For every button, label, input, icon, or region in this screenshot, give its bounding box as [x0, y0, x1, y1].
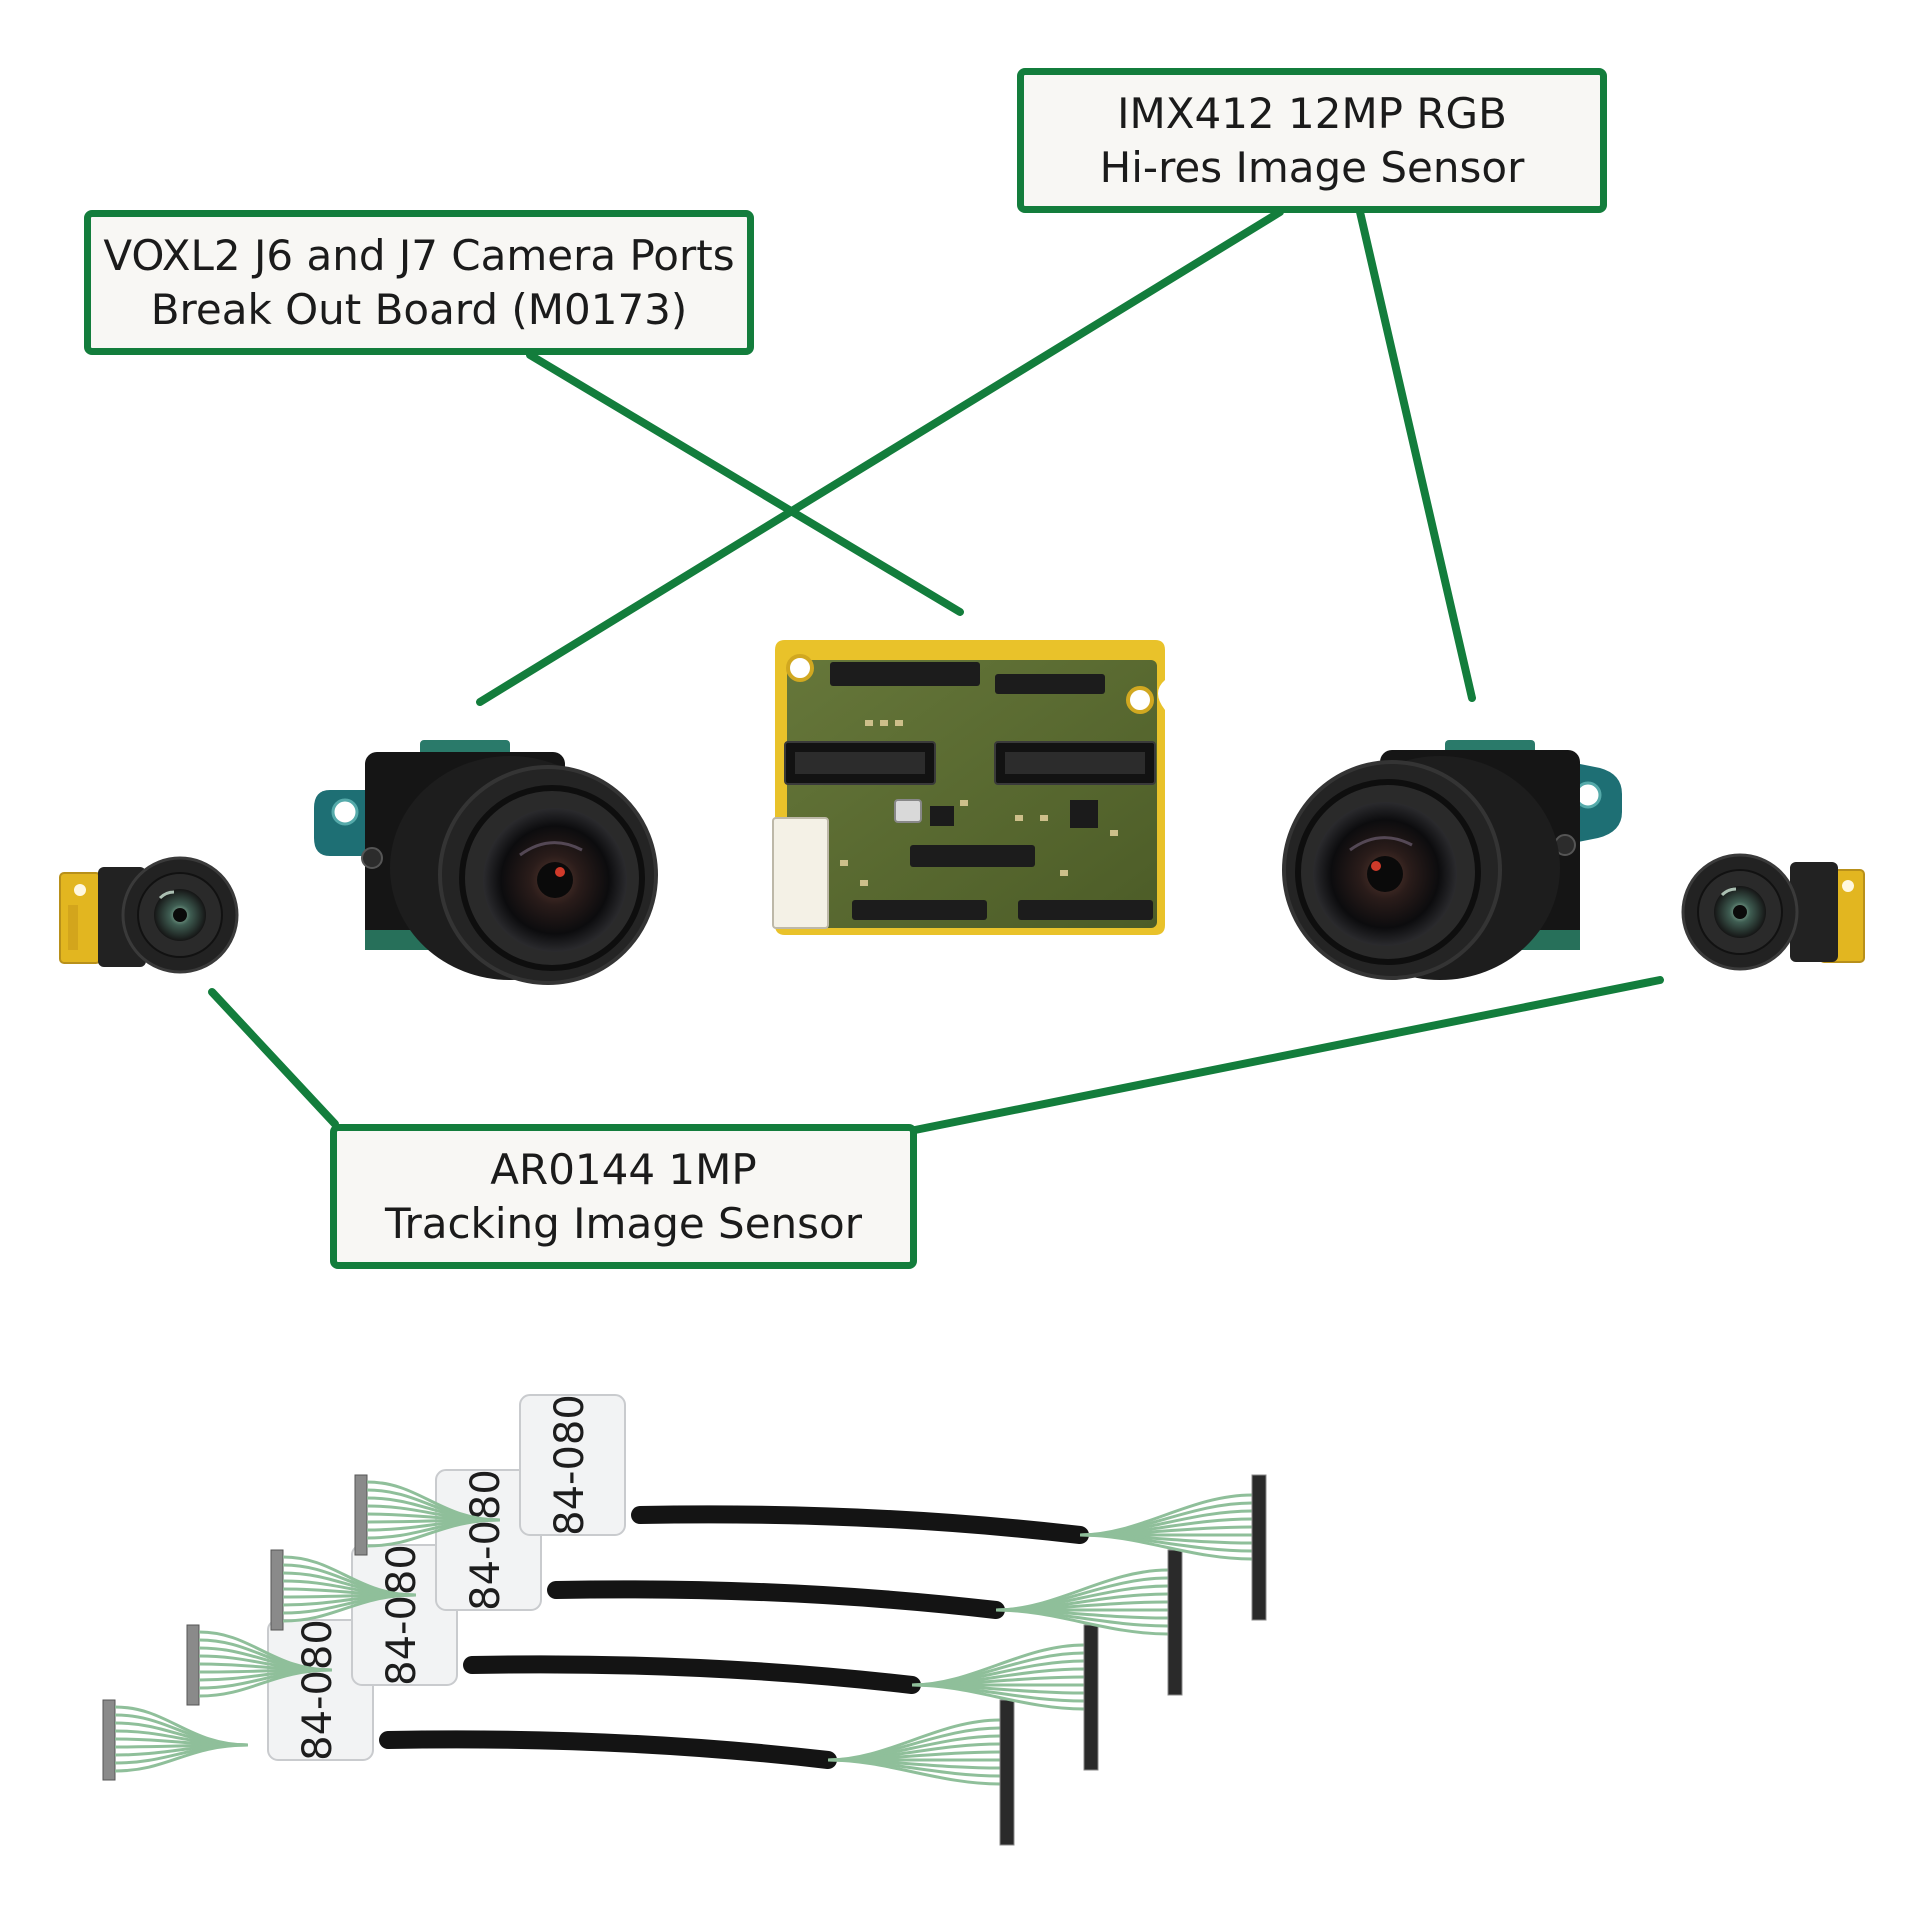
cable-label-text: 84-080: [379, 1544, 425, 1686]
callout-breakout-board-line2: Break Out Board (M0173): [150, 284, 688, 334]
breakout-board-m0173: [772, 640, 1165, 935]
callout-breakout-board: VOXL2 J6 and J7 Camera Ports Break Out B…: [84, 210, 754, 355]
cable-bundle: [463, 1655, 921, 1694]
cable-label-tag: [519, 1394, 626, 1536]
flex-cables: 84-080 84-080 84-080 84-080: [102, 1394, 1267, 1846]
cable-connector-left: [270, 1549, 284, 1631]
callout-imx412-line2: Hi-res Image Sensor: [1099, 142, 1525, 192]
imx412-camera-left: [314, 740, 658, 985]
leader-ar0144-right: [911, 976, 1664, 1134]
cable-label-text: 84-080: [295, 1619, 341, 1761]
imx412-camera-right: [1282, 740, 1622, 980]
cable-label-tag: [351, 1544, 458, 1686]
cable-bundle: [547, 1580, 1005, 1619]
cable-connector-right: [999, 1699, 1015, 1846]
flex-cable: 84-080: [354, 1394, 1267, 1621]
cable-wire: [827, 1758, 1001, 1786]
cable-connector-left: [354, 1474, 368, 1556]
cable-label-tag: [435, 1469, 542, 1611]
cable-label-tag: [267, 1619, 374, 1761]
leader-lines: [208, 208, 1664, 1134]
flex-cable: 84-080: [186, 1544, 1099, 1771]
cable-connector-left: [102, 1699, 116, 1781]
flex-cable: 84-080: [102, 1619, 1015, 1846]
leader-imx412-left: [476, 208, 1284, 706]
cable-label-text: 84-080: [463, 1469, 509, 1611]
cable-connector-right: [1167, 1549, 1183, 1696]
cable-wire: [198, 1668, 333, 1698]
cable-bundle: [379, 1730, 837, 1769]
cable-connector-right: [1083, 1624, 1099, 1771]
ar0144-camera-right: [1681, 853, 1865, 971]
cable-label-text: 84-080: [547, 1394, 593, 1536]
callout-ar0144-line2: Tracking Image Sensor: [384, 1198, 863, 1248]
callout-imx412: IMX412 12MP RGB Hi-res Image Sensor: [1017, 68, 1607, 213]
leader-imx412-right: [1356, 208, 1476, 702]
cable-connector-left: [186, 1624, 200, 1706]
flex-cable: 84-080: [270, 1469, 1183, 1696]
cable-wire: [995, 1608, 1169, 1636]
cable-wire: [366, 1518, 501, 1548]
cable-wire: [911, 1683, 1085, 1711]
cable-wire: [282, 1593, 417, 1623]
cable-connector-right: [1251, 1474, 1267, 1621]
callout-ar0144-line1: AR0144 1MP: [490, 1144, 757, 1194]
callout-ar0144: AR0144 1MP Tracking Image Sensor: [330, 1124, 917, 1269]
leader-ar0144-left: [208, 988, 339, 1128]
leader-board: [526, 351, 964, 616]
callout-imx412-line1: IMX412 12MP RGB: [1117, 88, 1507, 138]
ar0144-camera-left: [59, 856, 239, 974]
cable-wire: [1079, 1533, 1253, 1561]
cable-bundle: [631, 1505, 1089, 1544]
callout-breakout-board-line1: VOXL2 J6 and J7 Camera Ports: [103, 230, 735, 280]
cable-wire: [114, 1743, 249, 1773]
